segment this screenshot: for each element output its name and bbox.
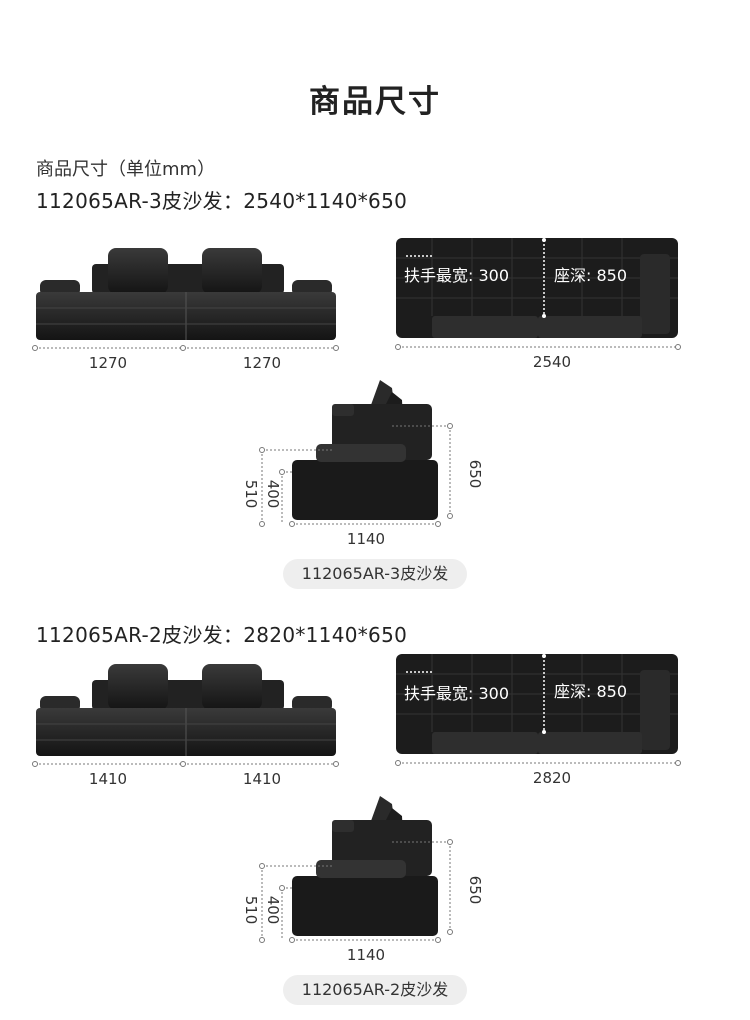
product-1-front-width-right: 1270: [243, 354, 281, 372]
product-1-side-height-650: 650: [466, 460, 484, 489]
product-1-seat-depth-label: 座深: 850: [554, 266, 627, 285]
product-2-side-depth: 1140: [347, 946, 385, 964]
product-1-side-height-400: 400: [264, 480, 282, 509]
product-1-caption: 112065AR-3皮沙发: [283, 559, 467, 589]
product-1-armrest-label: 扶手最宽: 300: [404, 266, 509, 285]
product-1-spec: 112065AR-3皮沙发：2540*1140*650: [36, 189, 408, 213]
product-1-top-view: 扶手最宽: 300 座深: 850 2540: [395, 238, 681, 371]
product-2-side-height-510: 510: [242, 896, 260, 925]
product-2-spec: 112065AR-2皮沙发：2820*1140*650: [36, 623, 408, 647]
product-2-armrest-label: 扶手最宽: 300: [404, 684, 509, 703]
product-1-side-depth: 1140: [347, 530, 385, 548]
product-1-top-width: 2540: [533, 353, 571, 371]
product-2-caption: 112065AR-2皮沙发: [283, 975, 467, 1005]
product-1-front-width-left: 1270: [89, 354, 127, 372]
product-2-seat-depth-label: 座深: 850: [554, 682, 627, 701]
unit-note: 商品尺寸（单位mm）: [36, 159, 216, 180]
product-1-side-view: 510 400 650 1140: [242, 380, 484, 548]
product-2-top-width: 2820: [533, 769, 571, 787]
product-2-front-width-left: 1410: [89, 770, 127, 788]
product-2-top-view: 扶手最宽: 300 座深: 850 2820: [395, 654, 681, 787]
product-2-side-height-650: 650: [466, 876, 484, 905]
product-1-side-height-510: 510: [242, 480, 260, 509]
product-1-front-view: 1270 1270: [32, 248, 339, 372]
page-title: 商品尺寸: [309, 84, 441, 120]
product-2-front-width-right: 1410: [243, 770, 281, 788]
product-2-side-height-400: 400: [264, 896, 282, 925]
product-2-side-view: 510 400 650 1140: [242, 796, 484, 964]
product-2-front-view: 1410 1410: [32, 664, 339, 788]
